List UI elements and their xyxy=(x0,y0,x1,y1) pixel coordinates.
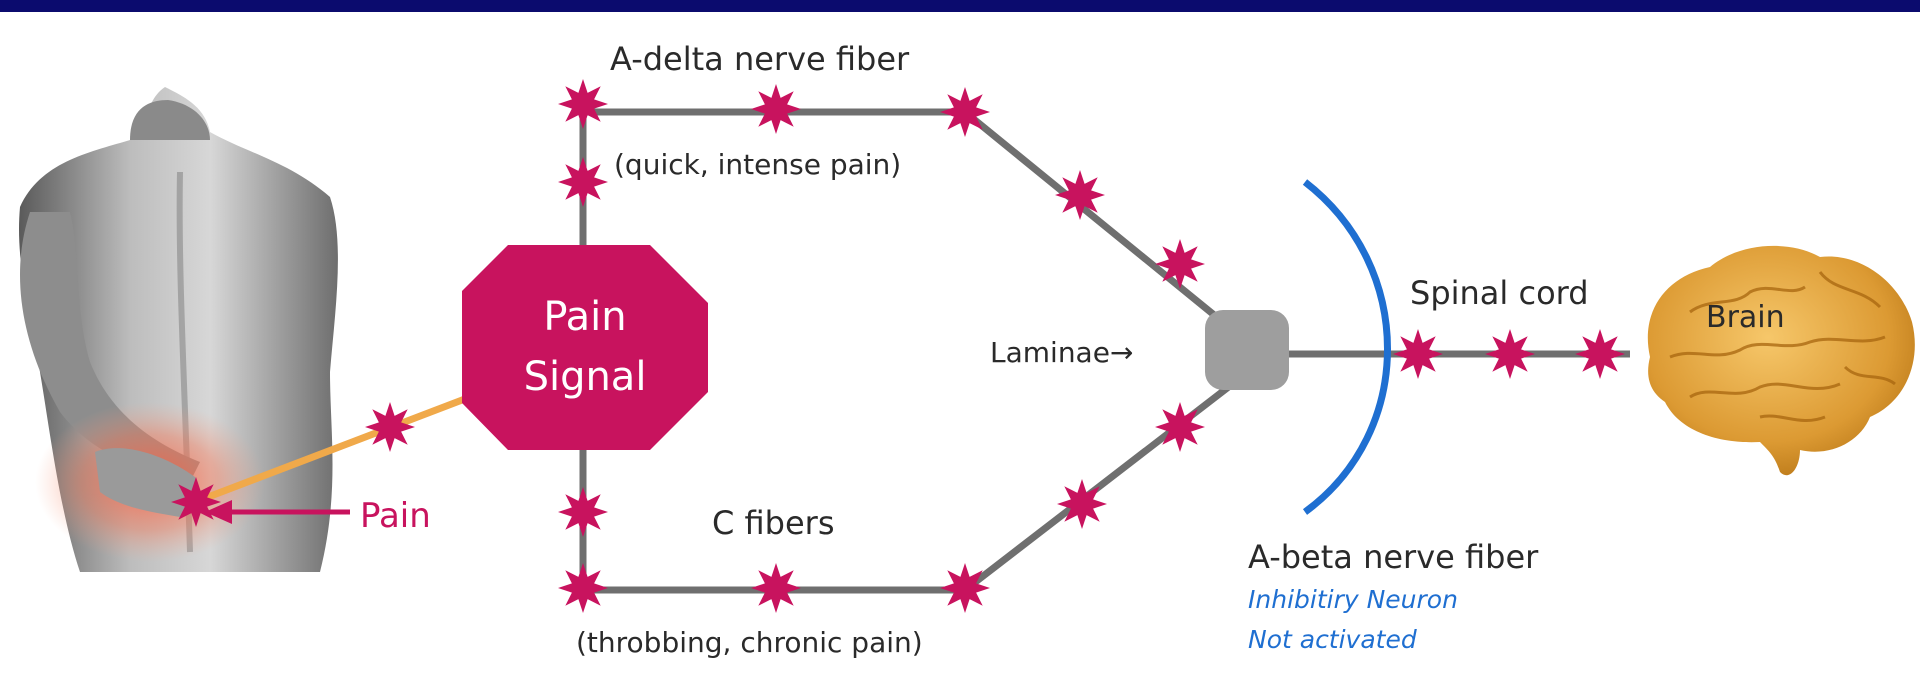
signal-marker-icon xyxy=(171,477,221,527)
a-beta-arc xyxy=(1305,182,1388,512)
signal-marker-icon xyxy=(1057,479,1107,529)
signal-marker-icon xyxy=(558,157,608,207)
signal-marker-icon xyxy=(940,87,990,137)
brain-label: Brain xyxy=(1706,300,1785,335)
back-pain-figure xyxy=(19,87,338,572)
signal-marker-icon xyxy=(558,563,608,613)
pain-signal-line2: Signal xyxy=(524,354,647,400)
signal-marker-icon xyxy=(558,487,608,537)
signal-marker-icon xyxy=(1575,329,1625,379)
brain-icon xyxy=(1648,246,1915,475)
not-activated-label: Not activated xyxy=(1248,625,1417,654)
spinal-cord-label: Spinal cord xyxy=(1410,274,1589,312)
a-delta-label: A-delta nerve fiber xyxy=(610,40,910,78)
signal-marker-icon xyxy=(940,563,990,613)
a-delta-desc: (quick, intense pain) xyxy=(614,148,901,181)
signal-marker-icon xyxy=(1485,329,1535,379)
c-fibers-desc: (throbbing, chronic pain) xyxy=(576,626,923,659)
signal-marker-icon xyxy=(751,563,801,613)
diagram-canvas: Pain Pain Signal A-delta nerve fiber (qu… xyxy=(0,12,1920,677)
signal-marker-icon xyxy=(365,402,415,452)
inhibitory-neuron-label: Inhibitiry Neuron xyxy=(1248,585,1458,614)
c-fibers-label: C fibers xyxy=(712,504,835,542)
pain-pathway-diagram: Pain Pain Signal A-delta nerve fiber (qu… xyxy=(0,12,1920,677)
signal-marker-icon xyxy=(1155,402,1205,452)
pain-signal-octagon: Pain Signal xyxy=(462,245,708,450)
signal-marker-icon xyxy=(1155,239,1205,289)
signal-marker-icon xyxy=(1055,170,1105,220)
signal-marker-icon xyxy=(751,84,801,134)
laminae-box xyxy=(1205,310,1289,390)
signal-marker-icon xyxy=(1393,329,1443,379)
a-beta-label: A-beta nerve fiber xyxy=(1248,538,1539,576)
signal-marker-icon xyxy=(558,79,608,129)
pain-signal-line1: Pain xyxy=(543,294,626,340)
figure-head xyxy=(130,100,210,140)
pain-label: Pain xyxy=(360,496,431,536)
laminae-label: Laminae→ xyxy=(990,336,1133,369)
